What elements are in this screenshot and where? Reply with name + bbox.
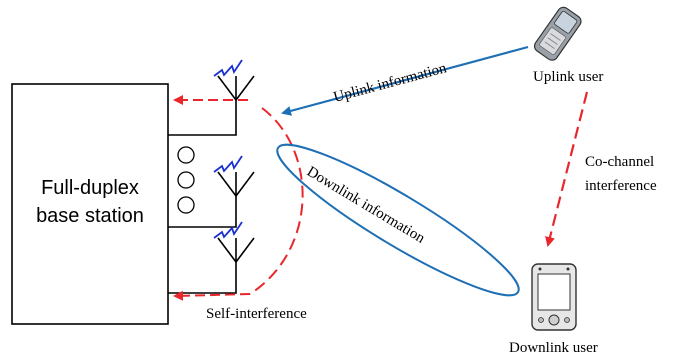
- co-channel-label-line1: Co-channel: [585, 154, 654, 170]
- self-interference-arc: [249, 107, 304, 295]
- antenna-icon: [213, 221, 255, 263]
- pda-device-icon: [531, 263, 577, 331]
- downlink-information-ellipse: [276, 143, 520, 297]
- uplink-user-label: Uplink user: [533, 69, 603, 85]
- base-station-label-line2: base station: [36, 205, 144, 227]
- uplink-arrow: [281, 45, 529, 116]
- downlink-information-label: Downlink information: [304, 164, 428, 247]
- uplink-information-label: Uplink information: [332, 60, 449, 106]
- feed-line-top: [168, 100, 237, 136]
- base-station-box: [11, 83, 169, 325]
- self-interference-arrow-bottom: [173, 290, 251, 301]
- flip-phone-icon: [533, 6, 582, 61]
- antenna-icon: [213, 59, 255, 101]
- feed-line-middle: [168, 196, 237, 228]
- co-channel-interference-arrow: [545, 91, 589, 247]
- downlink-user-label: Downlink user: [509, 340, 598, 356]
- antenna-spark-icon: [213, 155, 243, 173]
- antenna-spark-icon: [213, 59, 243, 77]
- base-station-label-line1: Full-duplex: [41, 177, 139, 199]
- antenna-icon: [213, 155, 255, 197]
- antenna-spark-icon: [213, 221, 243, 239]
- ellipsis-dot-1: [177, 146, 195, 164]
- self-interference-label: Self-interference: [206, 306, 307, 322]
- ellipsis-dot-3: [177, 196, 195, 214]
- co-channel-label-line2: interference: [585, 178, 657, 194]
- ellipsis-dot-2: [177, 171, 195, 189]
- feed-line-bottom: [168, 262, 237, 294]
